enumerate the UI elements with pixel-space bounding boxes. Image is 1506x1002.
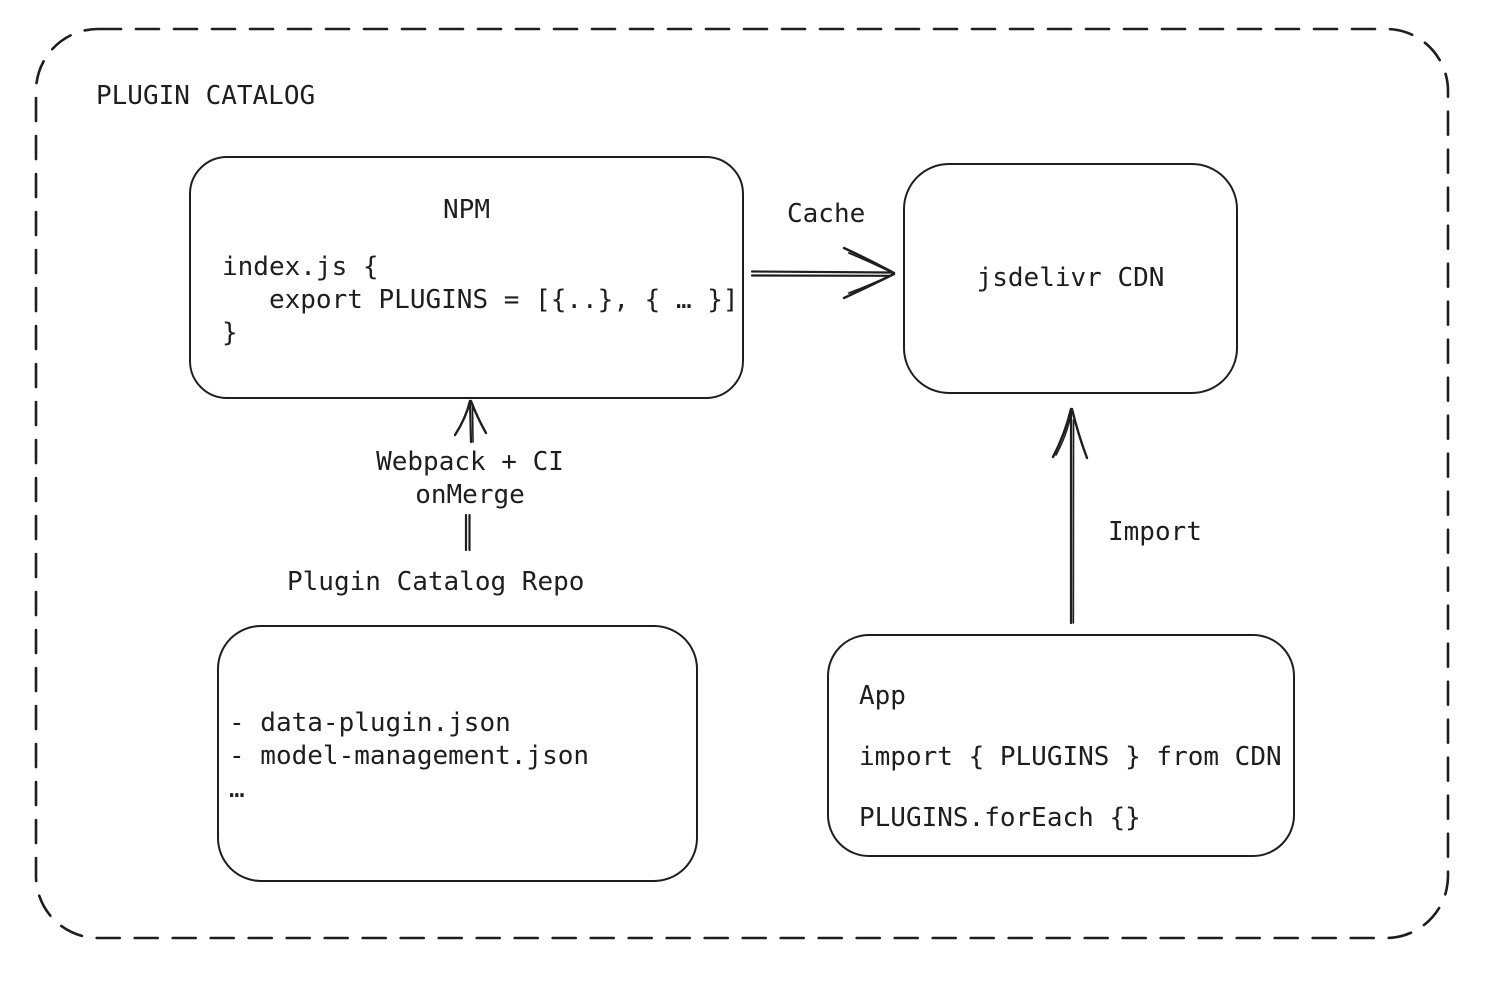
repo-file-item: …	[229, 774, 245, 804]
cache-edge-label: Cache	[787, 199, 866, 229]
import-edge-label: Import	[1108, 517, 1202, 547]
repo-node-label: Plugin Catalog Repo	[287, 567, 585, 597]
npm-code-block: index.js { export PLUGINS = [{..}, { … }…	[222, 251, 739, 350]
cache-arrow	[750, 246, 896, 300]
import-arrow	[1051, 407, 1089, 625]
build-arrow-tail	[464, 513, 471, 552]
build-edge-label-line2: onMerge	[415, 480, 525, 510]
npm-code-line: }	[222, 318, 238, 348]
repo-file-list: - data-plugin.json - model-management.js…	[229, 707, 589, 806]
npm-code-line: index.js {	[222, 252, 379, 282]
npm-node-title: NPM	[443, 195, 490, 225]
app-node-title: App	[859, 681, 906, 711]
npm-node: NPM index.js { export PLUGINS = [{..}, {…	[189, 156, 744, 399]
app-code-line: import { PLUGINS } from CDN	[859, 742, 1282, 772]
app-node: App import { PLUGINS } from CDN PLUGINS.…	[827, 634, 1295, 857]
npm-code-line: export PLUGINS = [{..}, { … }]	[222, 285, 739, 315]
cdn-node-label: jsdelivr CDN	[976, 263, 1165, 293]
plugin-catalog-title: PLUGIN CATALOG	[96, 81, 316, 111]
build-edge-label: Webpack + CI onMerge	[320, 446, 620, 512]
repo-file-item: - data-plugin.json	[229, 708, 511, 738]
repo-node: - data-plugin.json - model-management.js…	[217, 625, 698, 882]
build-edge-label-line1: Webpack + CI	[376, 447, 564, 477]
build-arrow-head	[453, 399, 488, 444]
repo-file-item: - model-management.json	[229, 741, 590, 771]
app-code-line: PLUGINS.forEach {}	[859, 803, 1141, 833]
cdn-node: jsdelivr CDN	[903, 163, 1238, 394]
